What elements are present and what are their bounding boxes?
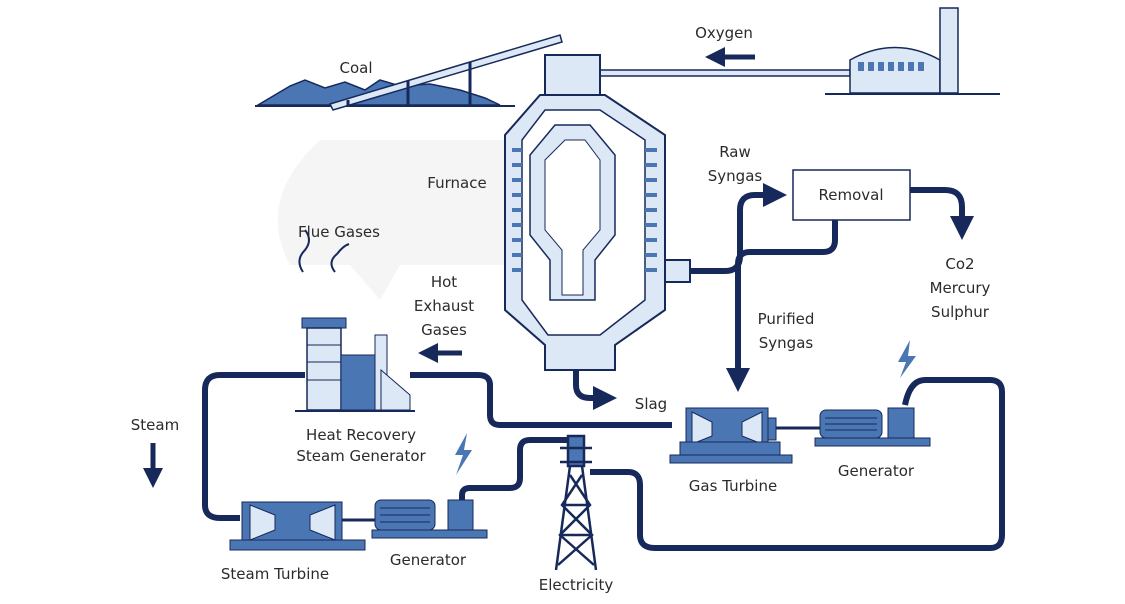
exhaust-line: Exhaust (413, 297, 475, 315)
raw-syngas-arrow-icon (690, 183, 787, 274)
furnace-icon (504, 54, 691, 371)
electricity-label: Electricity (538, 576, 614, 594)
byproducts-arrow-icon (910, 187, 974, 240)
right-power-line (590, 377, 1005, 551)
steam-turbine-label: Steam Turbine (220, 565, 330, 583)
hrsg-line2: Steam Generator (296, 447, 426, 465)
generator-right-icon (814, 407, 931, 447)
mercury-label: Mercury (929, 279, 991, 297)
furnace-label: Furnace (427, 174, 487, 192)
steam-label: Steam (130, 416, 180, 434)
conveyor-icon (328, 34, 563, 111)
transmission-tower-icon (554, 434, 598, 571)
purified-line2: Syngas (758, 334, 814, 352)
coal-label: Coal (339, 59, 373, 77)
co2-label: Co2 (945, 255, 975, 273)
raw-syngas-line1: Raw (719, 143, 751, 161)
generator-right-label: Generator (837, 462, 915, 480)
oxygen-label: Oxygen (695, 24, 753, 42)
oxygen-plant-icon (825, 7, 1000, 95)
generator-left-icon (371, 499, 488, 539)
left-power-line (459, 437, 570, 500)
raw-syngas-line2: Syngas (707, 167, 763, 185)
flue-gases-label: Flue Gases (298, 223, 380, 241)
hrsg-line1: Heat Recovery (306, 426, 416, 444)
hot-line: Hot (430, 273, 458, 291)
purified-line1: Purified (757, 310, 815, 328)
gas-turbine-icon (669, 407, 820, 464)
purified-syngas-arrow-icon (726, 220, 838, 392)
oxygen-pipe (599, 69, 851, 77)
gases-line: Gases (421, 321, 467, 339)
hrsg-icon (295, 229, 415, 412)
lightning-left-icon (455, 433, 472, 475)
slag-label: Slag (634, 395, 668, 413)
generator-left-label: Generator (389, 551, 467, 569)
lightning-right-icon (898, 340, 916, 378)
steam-turbine-icon (229, 501, 375, 551)
removal-box (792, 169, 911, 221)
exhaust-pipe (410, 372, 672, 428)
removal-label: Removal (818, 186, 884, 204)
sulphur-label: Sulphur (931, 303, 989, 321)
slag-arrow-icon (573, 370, 617, 410)
steam-pipe (202, 372, 305, 521)
gas-turbine-label: Gas Turbine (688, 477, 778, 495)
